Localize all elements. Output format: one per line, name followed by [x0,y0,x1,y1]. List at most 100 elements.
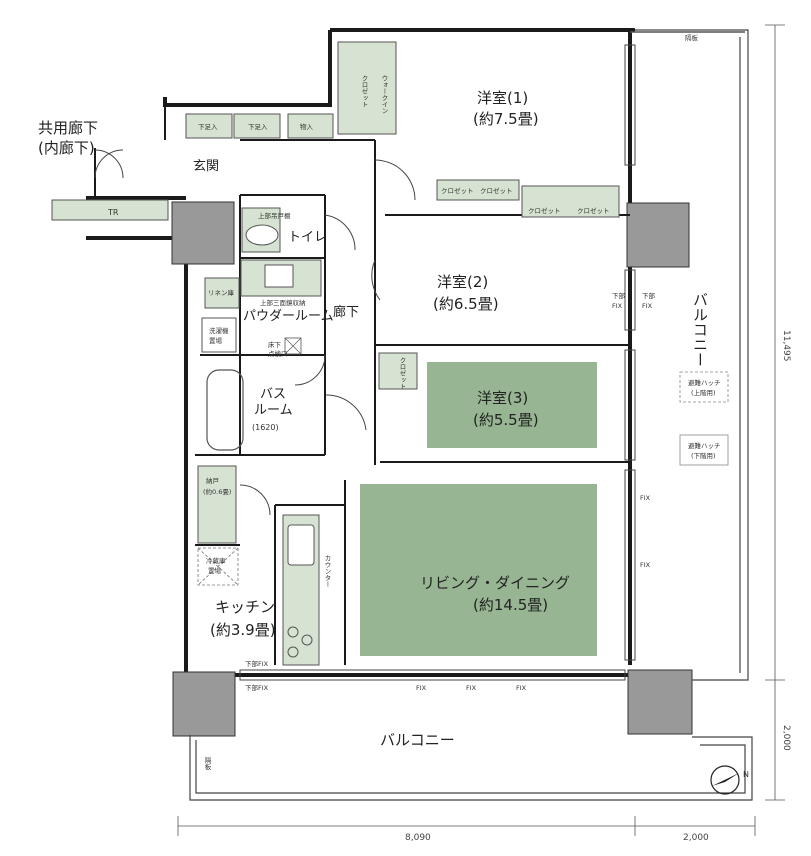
tr-label: TR [107,208,119,217]
tr-area [51,199,169,221]
dim-width-balcony: 2,000 [683,833,709,843]
sink [264,264,294,288]
hatch-label-1: 避難ハッチ [688,378,721,387]
door-swings [94,149,416,516]
bedroom3-label-2: (約5.5畳) [473,411,539,429]
kitchen-label-1: キッチン [215,598,275,616]
floor-access-box [284,337,302,355]
toilet-shelf-label: 上部吊戸棚 [258,211,291,220]
bedroom1-label-1: 洋室(1) [477,89,528,107]
bath-label-3: (1620) [252,423,279,432]
interior-walls [94,97,630,665]
fix-label-2: FIX [466,684,477,692]
dim-height-balcony: 2,000 [781,725,791,751]
bedroom2-label-1: 洋室(2) [437,273,488,291]
lower-label-2: 下部 [642,291,656,300]
pantry-label-1: 納戸 [206,476,220,485]
fix-label-3: FIX [516,684,527,692]
compass [710,765,740,795]
partition-label-east: 隔板 [685,33,699,42]
fridge-cross-2 [197,547,239,586]
floor-access-label-1: 床下 [268,340,282,349]
corridor-label-1: 共用廊下 [38,119,98,137]
exterior-walls [86,28,635,677]
fix-label-4: FIX [640,494,651,502]
counter-label: カウンター [323,555,331,588]
partition-label-south: 隔板 [203,756,211,772]
column-sw [172,671,236,737]
burner-1 [287,626,299,638]
hatch-label-4: (下階用) [691,451,716,460]
storage-label: 物入 [300,122,314,131]
hatch-upper [679,371,729,403]
hatch-label-2: (上階用) [691,388,716,397]
closet-storage-bed1-a [436,179,520,201]
fix-label-7: FIX [642,302,653,310]
living-dining-area [360,484,597,656]
lower-label-1: 下部 [612,291,626,300]
pantry-area [197,465,237,544]
fridge-label-1: 冷蔵庫 [206,556,226,565]
walkin-closet [337,41,397,135]
closet-label-2: クロゼット [480,186,513,195]
lower-fix-label-2: 下部FIX [245,683,269,692]
kitchen-label-2: (約3.9畳) [210,621,276,639]
closet-storage-bed2-b [521,185,620,218]
floor-access-x2 [284,337,302,355]
bedroom3-label-1: 洋室(3) [477,389,528,407]
bedroom-3-area [427,362,597,448]
storage-area [287,113,334,139]
closet-label-1: クロゼット [441,186,474,195]
shoe-storage-2-label: 下足入 [248,123,268,131]
fix-label-5: FIX [640,561,651,569]
fix-label-1: FIX [416,684,427,692]
hallway-label: 廊下 [333,304,359,320]
windows [239,44,636,681]
entrance-label: 玄関 [193,159,219,174]
column-nw [171,201,235,265]
balcony-south-label: バルコニー [380,731,455,749]
burner-3 [287,646,299,658]
pantry-label-2: (約0.6畳) [203,487,231,496]
balcony-outline [189,29,753,801]
fridge-label-2: 置場 [208,566,222,575]
shoe-storage-1-area [185,113,233,139]
balcony-east-label: バルコニー [691,292,709,367]
dimension-lines [177,24,785,836]
washer-label-2: 置場 [209,336,223,345]
living-label-1: リビング・ダイニング [420,574,570,592]
powder-upper-label: 上部三面鏡収納 [260,298,306,307]
closet-label-5: クロゼット [398,357,406,390]
column-ne [626,202,690,268]
powder-room-label: パウダールーム [243,309,334,324]
shoe-storage-1-label: 下足入 [198,123,218,131]
toilet-label: トイレ [288,230,327,245]
hatch-label-3: 避難ハッチ [688,441,721,450]
burner-2 [301,634,313,646]
fridge-area [197,547,239,586]
shoe-storage-2-area [233,113,281,139]
bath-label-1: バス [260,387,286,402]
walkin-label: ウォークイン [380,75,388,114]
washer-label-1: 洗濯機 [209,326,229,335]
washer-area [201,317,237,353]
toilet-bowl [245,224,279,246]
column-se [627,669,693,735]
closet-label-4: クロゼット [577,206,610,215]
linen-label: リネン庫 [208,288,235,297]
bath-label-2: ルーム [254,403,293,418]
lower-fix-label-1: 下部FIX [245,659,269,668]
living-label-2: (約14.5畳) [473,596,548,614]
bedroom2-label-2: (約6.5畳) [433,295,499,313]
hatch-lower [679,434,729,466]
compass-label: N [743,770,749,779]
closet-label-3: クロゼット [528,206,561,215]
fix-label-6: FIX [612,302,623,310]
bathtub [206,369,244,451]
floor-access-label-2: 点検口 [268,349,288,358]
bedroom1-label-2: (約7.5畳) [473,110,539,128]
linen-area [204,277,240,309]
corridor-label-2: (内廊下) [38,139,95,157]
dim-width-main: 8,090 [405,833,431,843]
